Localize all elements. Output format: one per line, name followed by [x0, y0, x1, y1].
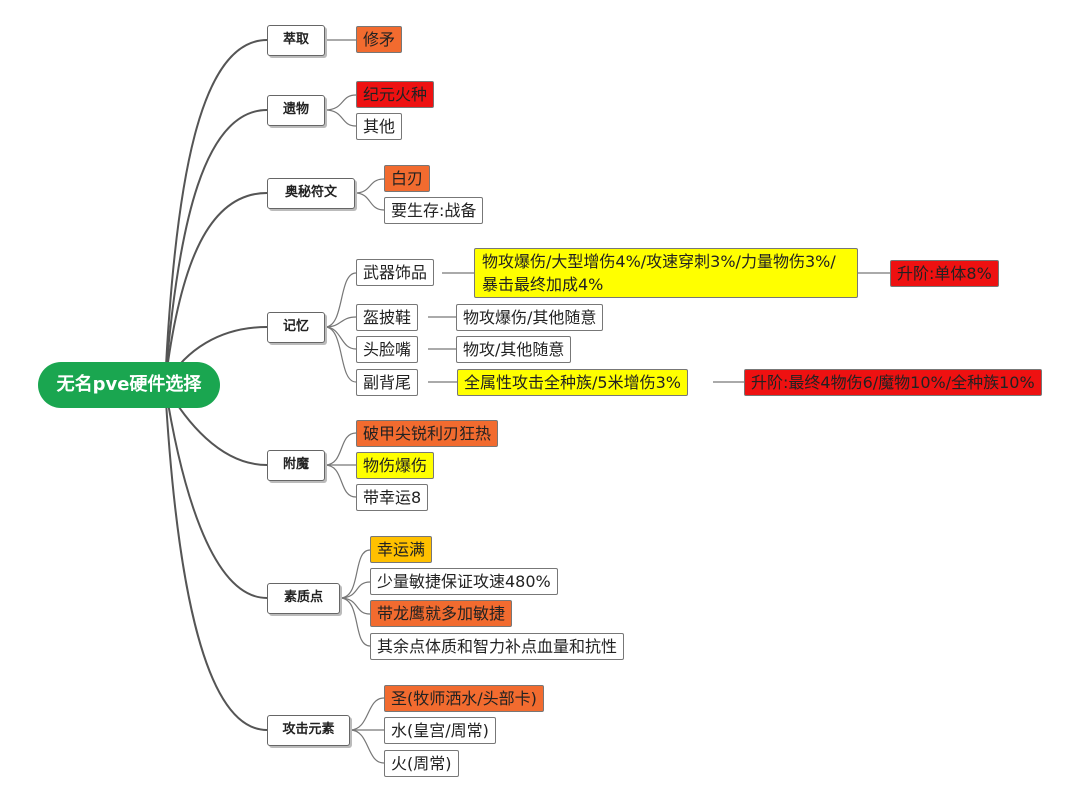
category-extract[interactable]: 萃取: [267, 25, 325, 56]
leaf-memory-back[interactable]: 副背尾: [356, 369, 419, 396]
root-node[interactable]: 无名pve硬件选择: [38, 362, 220, 408]
category-relic[interactable]: 遗物: [267, 95, 325, 126]
leaf-stats-rest[interactable]: 其余点体质和智力补点血量和抗性: [370, 633, 625, 660]
leaf-element-holy[interactable]: 圣(牧师洒水/头部卡): [384, 685, 544, 712]
leaf-relic-epoch-ember[interactable]: 纪元火种: [356, 81, 435, 108]
leaf-element-water[interactable]: 水(皇宫/周常): [384, 717, 496, 744]
leaf-memory-head[interactable]: 头脸嘴: [356, 336, 419, 363]
leaf-rune-survival[interactable]: 要生存:战备: [384, 197, 484, 224]
detail-memory-weapon[interactable]: 物攻爆伤/大型增伤4%/攻速穿刺3%/力量物伤3%/暴击最终加成4%: [474, 248, 858, 298]
category-element[interactable]: 攻击元素: [267, 715, 350, 746]
leaf-enchant-armor-break[interactable]: 破甲尖锐利刃狂热: [356, 420, 499, 447]
leaf-element-fire[interactable]: 火(周常): [384, 750, 459, 777]
leaf-enchant-luck[interactable]: 带幸运8: [356, 484, 429, 511]
leaf-stats-luck-max[interactable]: 幸运满: [370, 536, 433, 563]
leaf-extract-spear[interactable]: 修矛: [356, 26, 403, 53]
leaf-enchant-phys-crit[interactable]: 物伤爆伤: [356, 452, 435, 479]
leaf-memory-armor[interactable]: 盔披鞋: [356, 304, 419, 331]
leaf-rune-white-blade[interactable]: 白刃: [384, 165, 431, 192]
leaf-memory-weapon[interactable]: 武器饰品: [356, 259, 435, 286]
category-memory[interactable]: 记忆: [267, 312, 325, 343]
category-stats[interactable]: 素质点: [267, 583, 340, 614]
leaf-relic-other[interactable]: 其他: [356, 113, 403, 140]
leaf-stats-agility[interactable]: 少量敏捷保证攻速480%: [370, 568, 558, 595]
category-rune[interactable]: 奥秘符文: [267, 178, 355, 209]
category-enchant[interactable]: 附魔: [267, 450, 325, 481]
upgrade-memory-back[interactable]: 升阶:最终4物伤6/魔物10%/全种族10%: [744, 369, 1042, 396]
detail-memory-back[interactable]: 全属性攻击全种族/5米增伤3%: [457, 369, 688, 396]
detail-memory-head[interactable]: 物攻/其他随意: [456, 336, 572, 363]
upgrade-memory-weapon[interactable]: 升阶:单体8%: [890, 260, 999, 287]
leaf-stats-dragon-hawk[interactable]: 带龙鹰就多加敏捷: [370, 600, 513, 627]
detail-memory-armor[interactable]: 物攻爆伤/其他随意: [456, 304, 604, 331]
